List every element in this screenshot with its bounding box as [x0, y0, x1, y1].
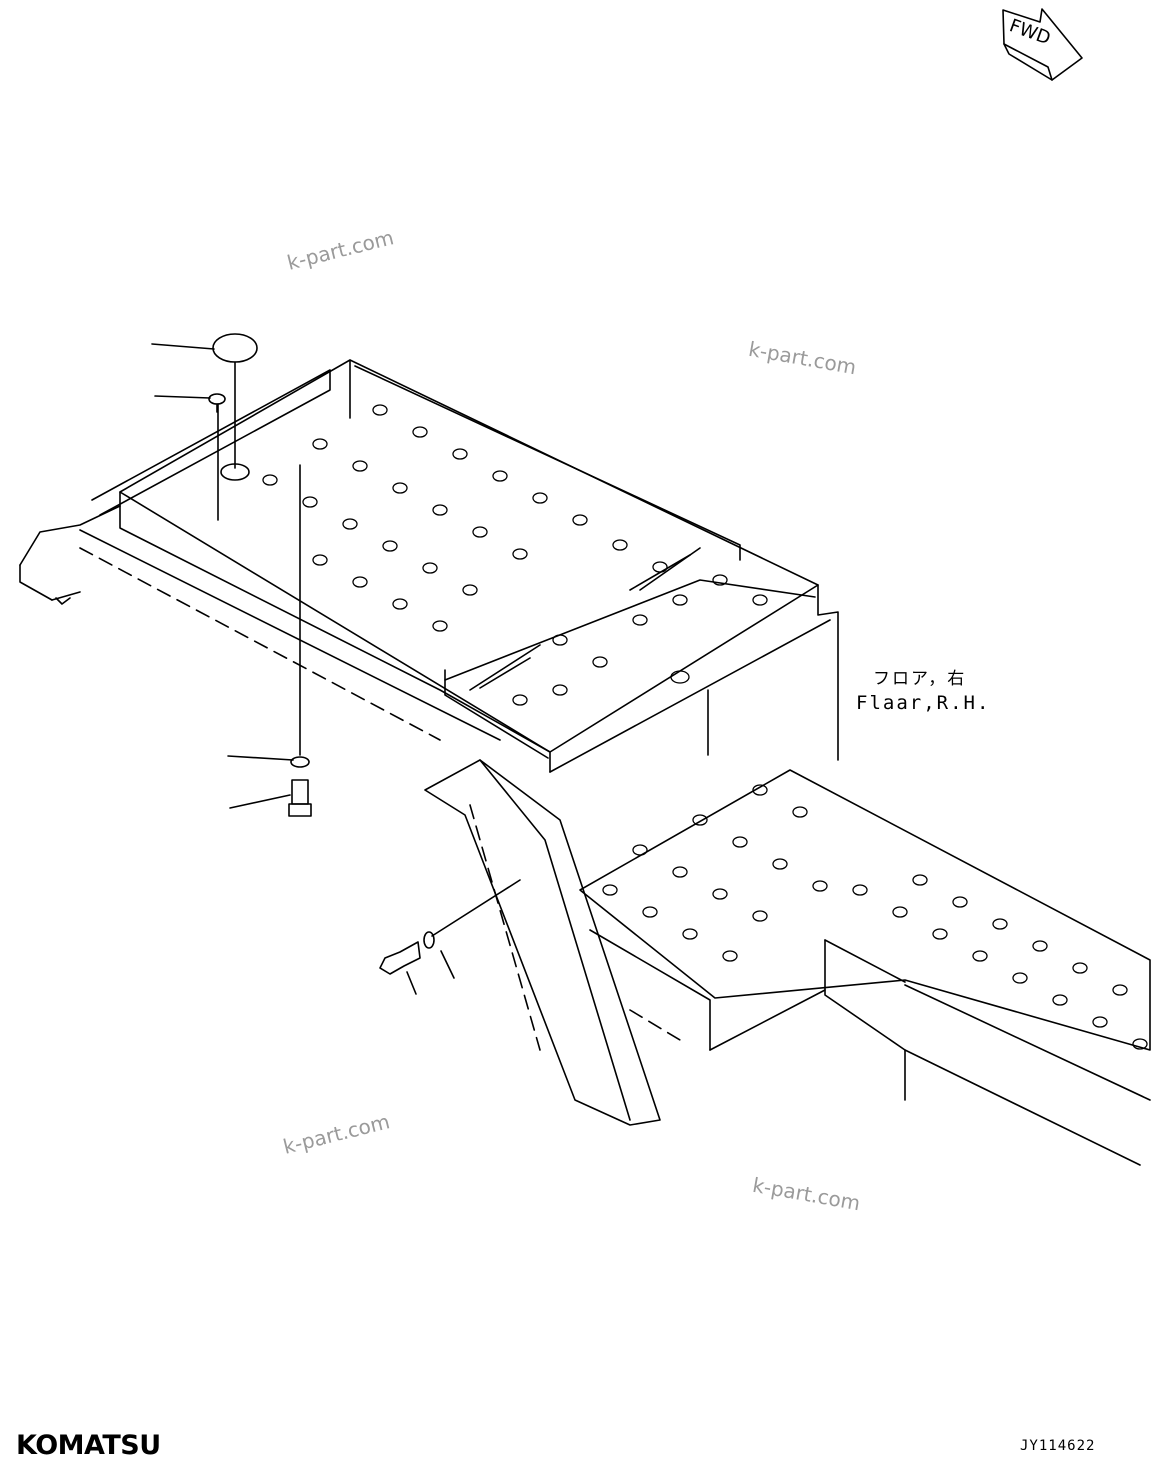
- komatsu-logo-icon: KOMATSU: [16, 1430, 161, 1461]
- frame-rails: [19, 369, 839, 773]
- leader-lines: [151, 343, 521, 995]
- drawing-code: JY114622: [1020, 1438, 1096, 1454]
- washer-part: [290, 756, 435, 949]
- bolt-part: [288, 779, 421, 975]
- upper-floor-plate: [119, 359, 819, 773]
- cap-part: [212, 333, 258, 481]
- part-label-jp: フロア，右: [873, 669, 967, 689]
- perforation-holes: [262, 404, 1148, 1050]
- fwd-arrow-icon: FWD: [1002, 8, 1083, 81]
- part-label-en: Flaar,R.H.: [856, 692, 991, 714]
- fwd-label: FWD: [1007, 15, 1054, 49]
- plug-part: [208, 393, 226, 413]
- support-arm: [424, 759, 661, 1126]
- lower-step-plate: [579, 769, 1151, 1166]
